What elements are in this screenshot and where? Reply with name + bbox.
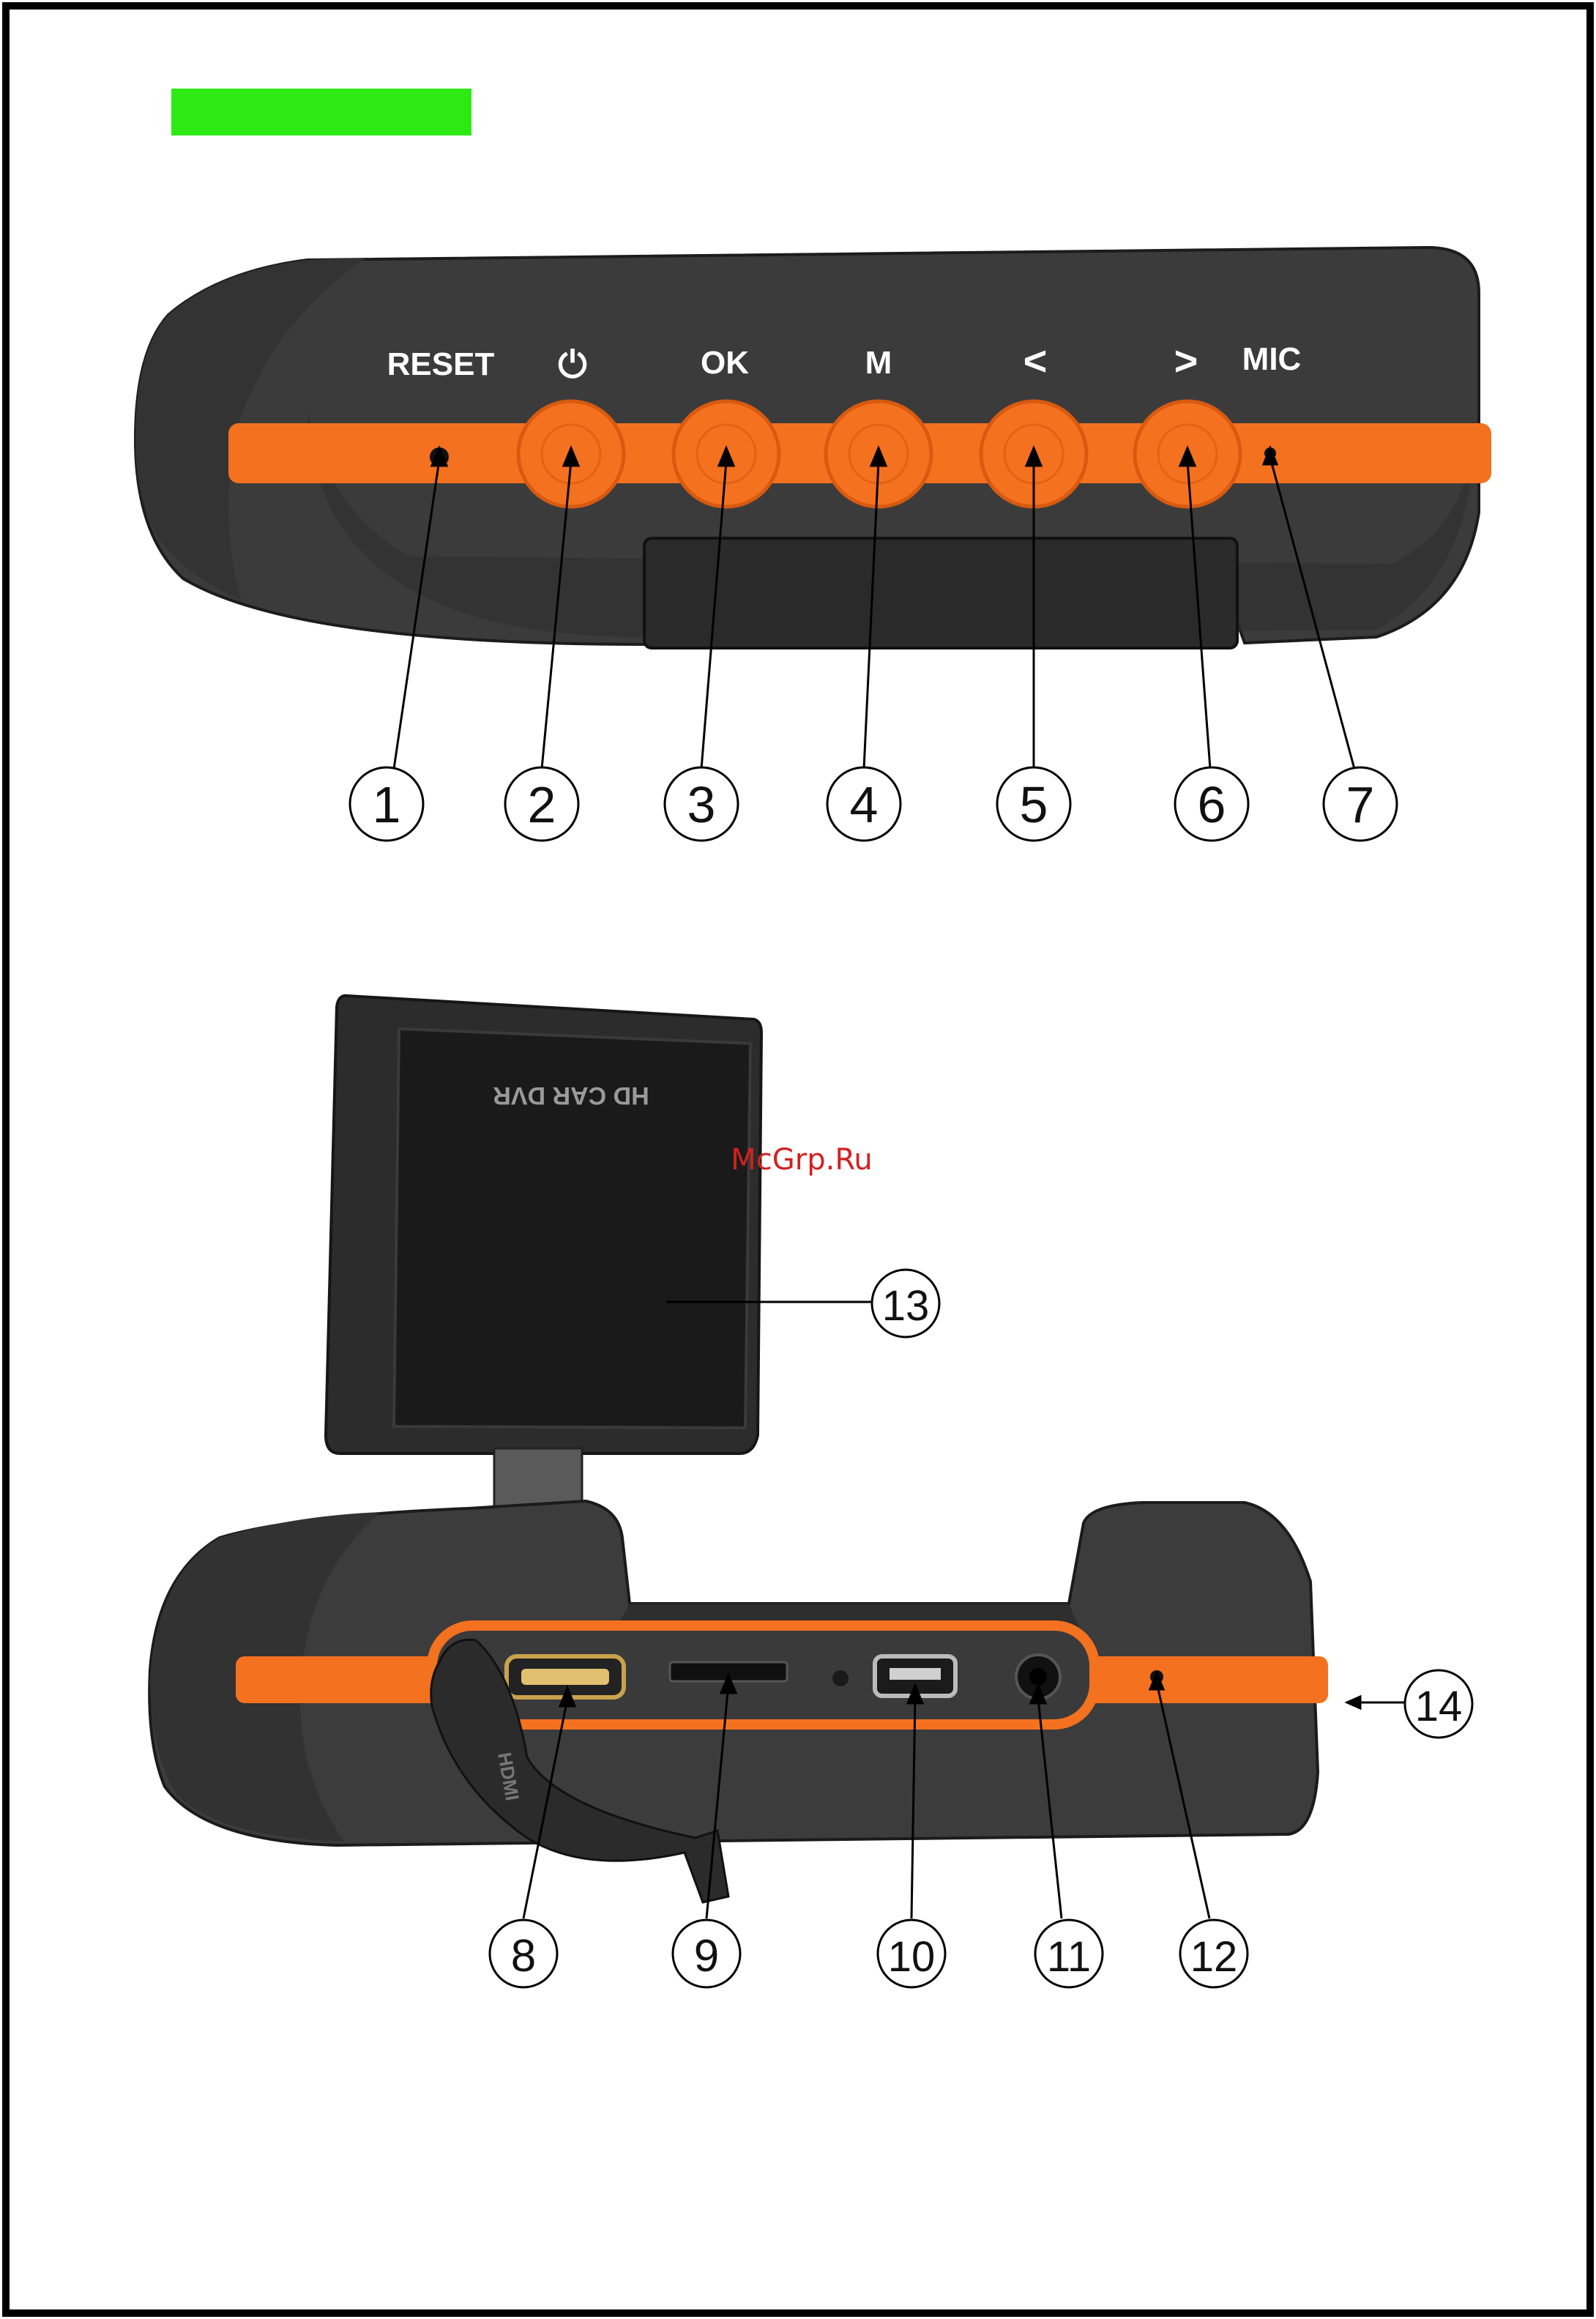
callout-3: 3 [665, 767, 738, 841]
svg-text:5: 5 [1020, 776, 1048, 833]
hdmi-port-inner [521, 1669, 609, 1685]
svg-text:11: 11 [1047, 1933, 1091, 1981]
callout-6: 6 [1175, 767, 1248, 841]
callout-14: 14 [1405, 1670, 1472, 1738]
screen-hinge [494, 1448, 582, 1507]
callout-10: 10 [878, 1920, 945, 1987]
svg-text:12: 12 [1190, 1933, 1238, 1981]
watermark-text: McGrp.Ru [731, 1143, 872, 1177]
callout-9: 9 [673, 1920, 740, 1987]
screen-print: HD CAR DVR [493, 1082, 649, 1109]
reset-label: RESET [387, 346, 495, 382]
top-device-screen-edge [644, 538, 1237, 648]
svg-text:8: 8 [511, 1931, 536, 1981]
callout-13: 13 [872, 1270, 939, 1337]
svg-text:2: 2 [528, 776, 556, 833]
mic-label: MIC [1242, 341, 1302, 377]
side-view-device: HD CAR DVR HDMI [149, 996, 1328, 1902]
svg-text:3: 3 [687, 776, 716, 833]
callout-12: 12 [1180, 1920, 1248, 1987]
callout-7: 7 [1324, 767, 1397, 841]
callout-1: 1 [350, 767, 423, 841]
svg-text:6: 6 [1198, 776, 1226, 833]
callout-4: 4 [827, 767, 900, 841]
svg-text:13: 13 [882, 1282, 930, 1330]
menu-label: M [865, 345, 892, 381]
top-callouts: 1 2 3 4 5 6 7 [350, 767, 1397, 841]
accent-bar [171, 89, 471, 135]
callout-11: 11 [1035, 1920, 1103, 1987]
mini-usb-inner [890, 1668, 941, 1680]
ok-label: OK [701, 345, 749, 381]
svg-text:14: 14 [1415, 1683, 1463, 1730]
svg-text:9: 9 [694, 1931, 719, 1981]
svg-text:1: 1 [373, 776, 401, 833]
svg-text:4: 4 [850, 776, 879, 833]
right-arrow-label: > [1174, 338, 1198, 384]
callout-2: 2 [505, 767, 578, 841]
callout-8: 8 [490, 1920, 557, 1987]
top-view-device: RESET ⏻ OK M < > MIC [135, 247, 1491, 648]
panel-dot [832, 1670, 849, 1686]
svg-text:10: 10 [888, 1933, 936, 1981]
svg-text:7: 7 [1346, 776, 1375, 833]
power-icon: ⏻ [558, 344, 587, 385]
callout-5: 5 [997, 767, 1070, 841]
left-arrow-label: < [1023, 338, 1048, 384]
